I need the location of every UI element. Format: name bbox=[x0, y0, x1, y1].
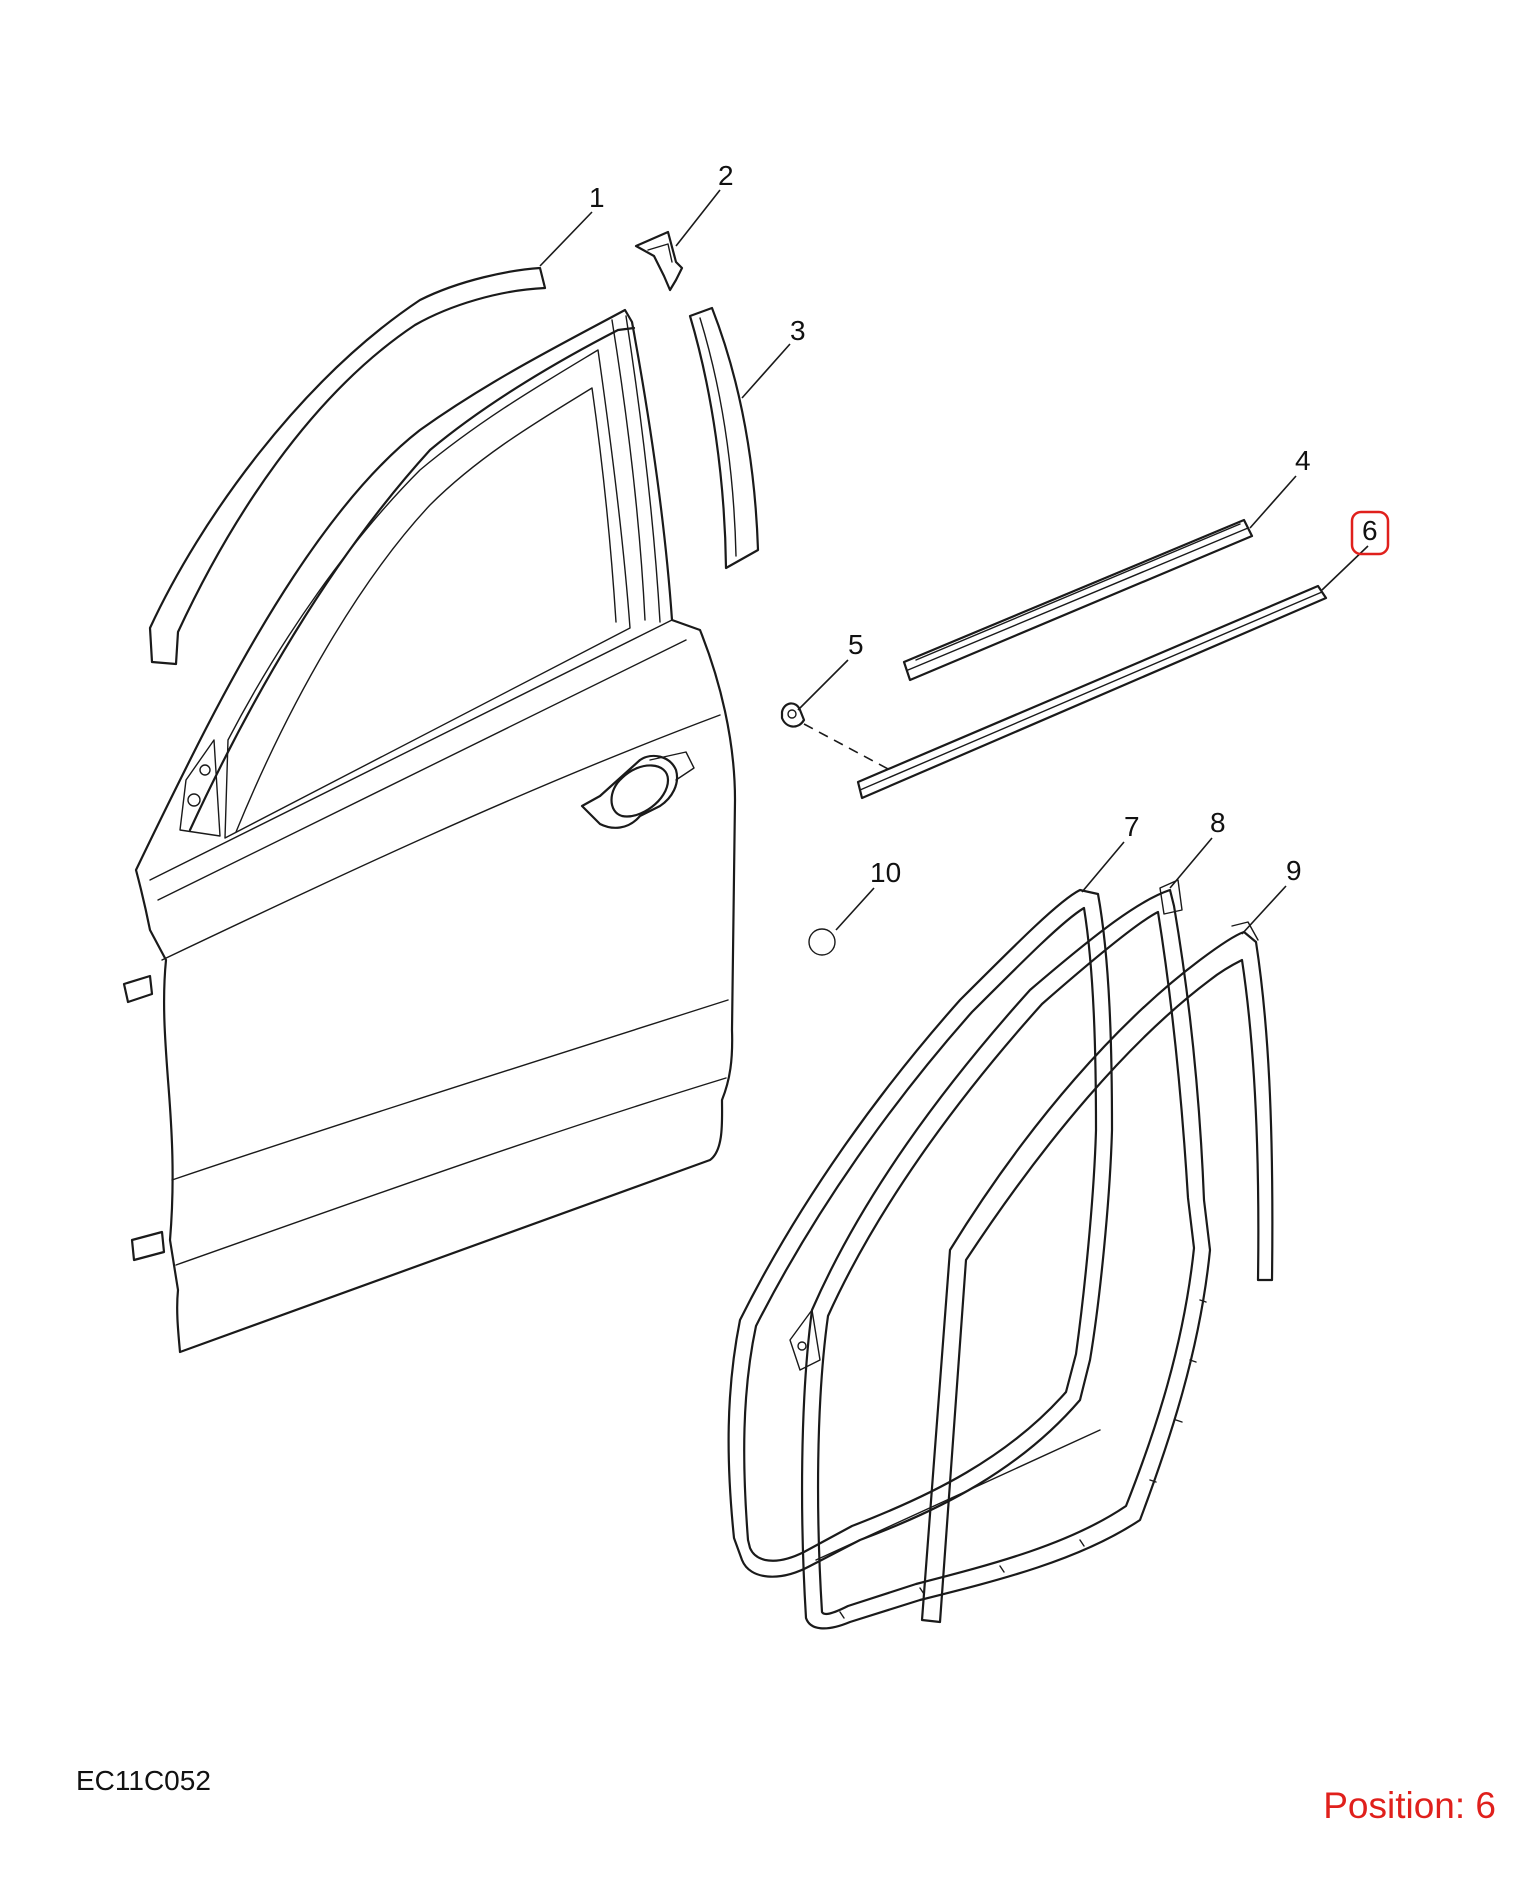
part-4-inner-belt-strip bbox=[902, 518, 1254, 682]
callout-7: 7 bbox=[1124, 811, 1140, 842]
position-indicator: Position: 6 bbox=[1323, 1785, 1496, 1826]
callout-1: 1 bbox=[589, 182, 605, 213]
callout-4: 4 bbox=[1295, 445, 1311, 476]
part-6-outer-belt-moulding bbox=[856, 584, 1328, 800]
part-9-channel-strip bbox=[920, 921, 1274, 1624]
callout-6: 6 bbox=[1362, 515, 1378, 546]
callout-10: 10 bbox=[870, 857, 901, 888]
callout-5: 5 bbox=[848, 629, 864, 660]
part-2-bracket bbox=[634, 230, 684, 292]
callout-6-highlight-box bbox=[1350, 510, 1390, 556]
front-door-shell bbox=[122, 308, 737, 1354]
part-1-door-frame-moulding bbox=[148, 266, 547, 666]
callout-2: 2 bbox=[718, 160, 734, 191]
callout-3: 3 bbox=[790, 315, 806, 346]
part-10-plug bbox=[808, 928, 836, 956]
callout-9: 9 bbox=[1286, 855, 1302, 886]
callout-numbers: 1 2 3 4 5 6 7 8 9 10 bbox=[589, 160, 1378, 888]
part-3-pillar-applique bbox=[688, 306, 760, 570]
leader-lines bbox=[539, 189, 1369, 935]
drawing-code-label: EC11C052 bbox=[76, 1765, 211, 1796]
part-5-clip bbox=[780, 702, 891, 771]
callout-8: 8 bbox=[1210, 807, 1226, 838]
part-7-door-weatherstrip bbox=[727, 888, 1114, 1578]
part-8-frame-weatherstrip bbox=[789, 879, 1212, 1630]
